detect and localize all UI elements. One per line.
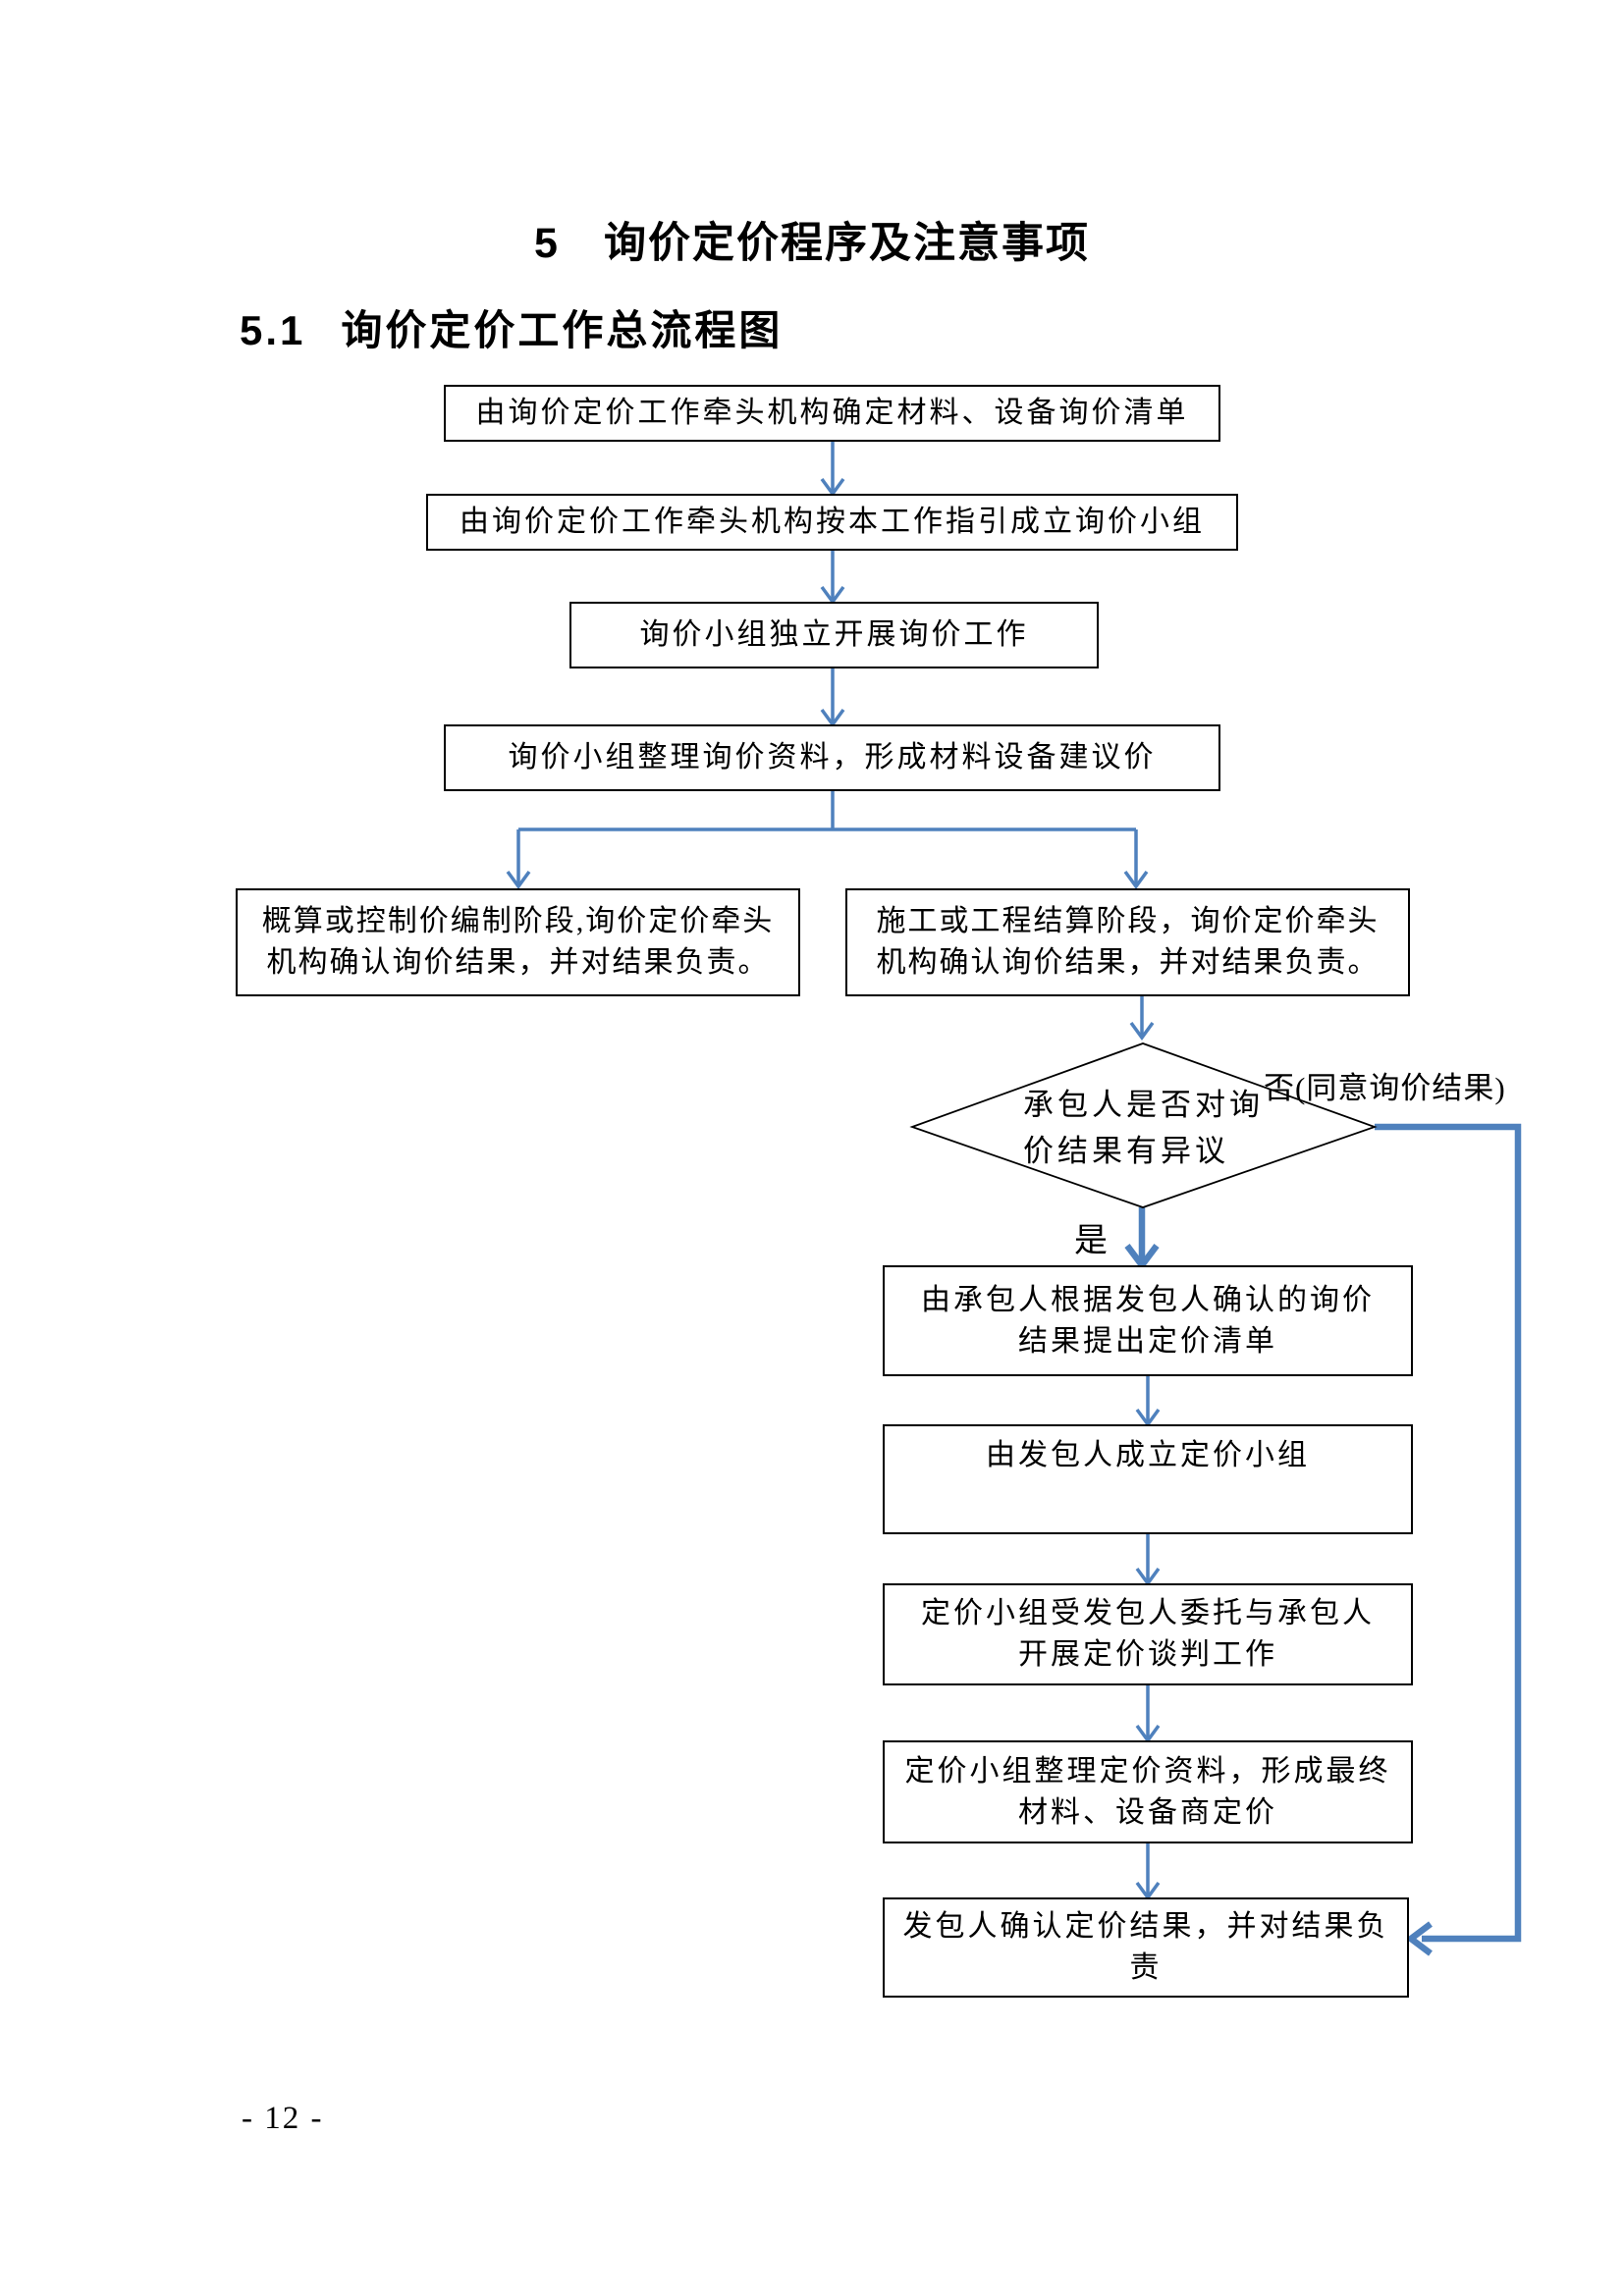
flow-box-construction-stage-confirm: 施工或工程结算阶段，询价定价牵头 机构确认询价结果，并对结果负责。 bbox=[845, 888, 1410, 996]
arrowhead-branch-right bbox=[1123, 870, 1149, 889]
decision-diamond bbox=[909, 1042, 1378, 1208]
arrowhead-decision-no bbox=[1405, 1921, 1433, 1956]
decision-label-line2: 价结果有异议 bbox=[1023, 1134, 1229, 1168]
section-number: 5.1 bbox=[240, 307, 306, 353]
flow-box-label-line1: 由承包人根据发包人确认的询价 bbox=[921, 1283, 1375, 1316]
flow-box-label-line2: 机构确认询价结果，并对结果负责。 bbox=[266, 946, 770, 979]
flow-box-determine-inquiry-list: 由询价定价工作牵头机构确定材料、设备询价清单 bbox=[444, 385, 1220, 442]
flow-box-label-line1: 施工或工程结算阶段，询价定价牵头 bbox=[876, 905, 1380, 937]
decision-label: 承包人是否对询 价结果有异议 bbox=[1023, 1082, 1283, 1174]
flow-box-label-line2: 责 bbox=[1129, 1951, 1163, 1984]
flow-box-label: 由询价定价工作牵头机构按本工作指引成立询价小组 bbox=[460, 506, 1205, 538]
section-title-text: 询价定价工作总流程图 bbox=[341, 309, 784, 354]
arrowhead-branch-left bbox=[506, 870, 531, 889]
section-title: 5.1 询价定价工作总流程图 bbox=[240, 297, 783, 357]
page-number: - 12 - bbox=[242, 2101, 324, 2136]
flow-box-label: 由发包人成立定价小组 bbox=[986, 1439, 1310, 1471]
chapter-title: 5 询价定价程序及注意事项 bbox=[534, 220, 1090, 267]
flow-box-estimate-stage-confirm: 概算或控制价编制阶段,询价定价牵头 机构确认询价结果，并对结果负责。 bbox=[236, 888, 800, 996]
arrowhead-boxright-decision bbox=[1129, 1021, 1155, 1041]
flow-box-label: 询价小组整理询价资料，形成材料设备建议价 bbox=[508, 741, 1157, 774]
flow-box-label-line1: 发包人确认定价结果，并对结果负 bbox=[902, 1910, 1389, 1943]
flow-box-label-line1: 定价小组受发包人委托与承包人 bbox=[921, 1597, 1375, 1629]
flow-box-final-agreed-price: 定价小组整理定价资料，形成最终 材料、设备商定价 bbox=[883, 1740, 1413, 1843]
arrow-decision-no-loop bbox=[1375, 1123, 1522, 1943]
flow-box-label: 询价小组独立开展询价工作 bbox=[639, 618, 1029, 651]
flow-box-independent-inquiry: 询价小组独立开展询价工作 bbox=[569, 602, 1099, 668]
flow-box-label-line1: 概算或控制价编制阶段,询价定价牵头 bbox=[261, 905, 775, 937]
edge-label-yes: 是 bbox=[1074, 1223, 1108, 1259]
flow-box-label: 由询价定价工作牵头机构确定材料、设备询价清单 bbox=[475, 397, 1189, 429]
flow-box-label-line2: 开展定价谈判工作 bbox=[1018, 1638, 1277, 1671]
flow-box-label-line2: 机构确认询价结果，并对结果负责。 bbox=[876, 946, 1380, 979]
flow-box-label-line1: 定价小组整理定价资料，形成最终 bbox=[904, 1754, 1391, 1788]
edge-label-no: 否(同意询价结果) bbox=[1264, 1071, 1506, 1105]
flow-box-label-line2: 材料、设备商定价 bbox=[1018, 1795, 1277, 1829]
flow-box-label-line2: 结果提出定价清单 bbox=[1018, 1324, 1277, 1358]
flow-box-compile-suggested-price: 询价小组整理询价资料，形成材料设备建议价 bbox=[444, 724, 1220, 791]
flow-box-contractor-pricing-list: 由承包人根据发包人确认的询价 结果提出定价清单 bbox=[883, 1265, 1413, 1376]
flow-box-employer-pricing-team: 由发包人成立定价小组 bbox=[883, 1424, 1413, 1534]
flow-box-establish-inquiry-team: 由询价定价工作牵头机构按本工作指引成立询价小组 bbox=[426, 494, 1238, 551]
flow-box-pricing-negotiation: 定价小组受发包人委托与承包人 开展定价谈判工作 bbox=[883, 1583, 1413, 1685]
flow-box-employer-confirm-pricing: 发包人确认定价结果，并对结果负 责 bbox=[883, 1897, 1409, 1998]
decision-label-line1: 承包人是否对询 bbox=[1023, 1088, 1264, 1122]
